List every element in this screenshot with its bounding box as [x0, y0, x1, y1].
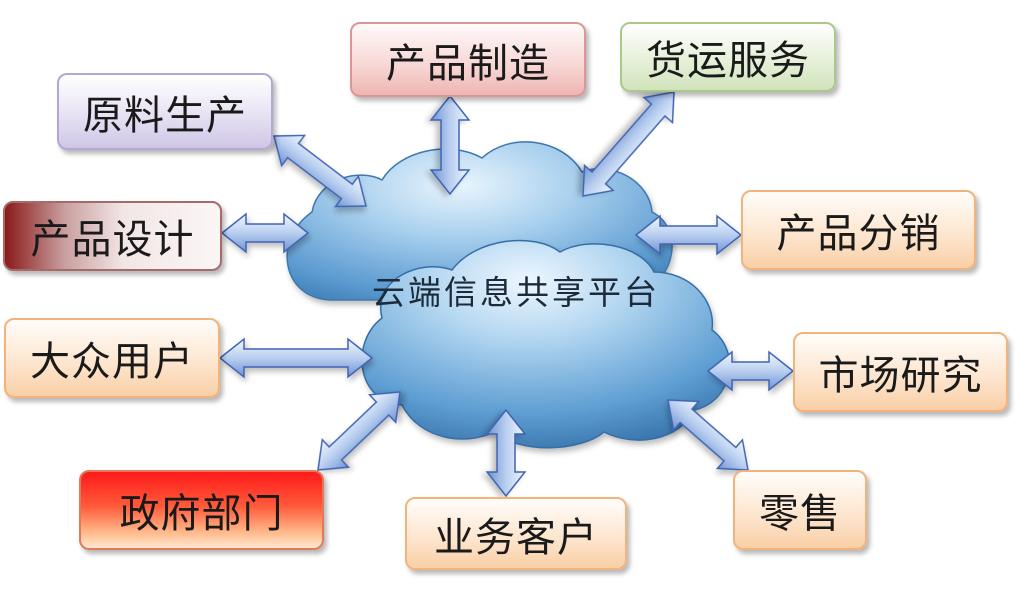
- arrow-public-users: [218, 337, 374, 379]
- node-product-manufacturing: 产品制造: [350, 22, 586, 97]
- arrow-business-customers: [485, 408, 527, 498]
- arrow-raw-material-production: [273, 134, 367, 208]
- arrows-layer: [218, 91, 795, 498]
- node-raw-material-production: 原料生产: [57, 73, 273, 150]
- arrow-product-distribution: [634, 214, 743, 256]
- node-product-distribution: 产品分销: [741, 190, 976, 270]
- node-retail: 零售: [733, 470, 867, 550]
- node-freight-services: 货运服务: [620, 22, 836, 92]
- arrow-product-manufacturing: [429, 94, 471, 196]
- node-market-research: 市场研究: [793, 332, 1008, 412]
- arrow-freight-services: [582, 91, 675, 197]
- arrow-retail: [667, 399, 749, 471]
- node-product-design: 产品设计: [3, 201, 222, 271]
- arrow-government-departments: [317, 391, 401, 471]
- node-business-customers: 业务客户: [405, 497, 627, 570]
- cloud-platform-label: 云端信息共享平台: [372, 273, 660, 312]
- node-government-departments: 政府部门: [79, 470, 324, 550]
- cloud-front: [361, 239, 731, 449]
- arrow-product-design: [220, 212, 310, 254]
- node-public-users: 大众用户: [4, 318, 220, 398]
